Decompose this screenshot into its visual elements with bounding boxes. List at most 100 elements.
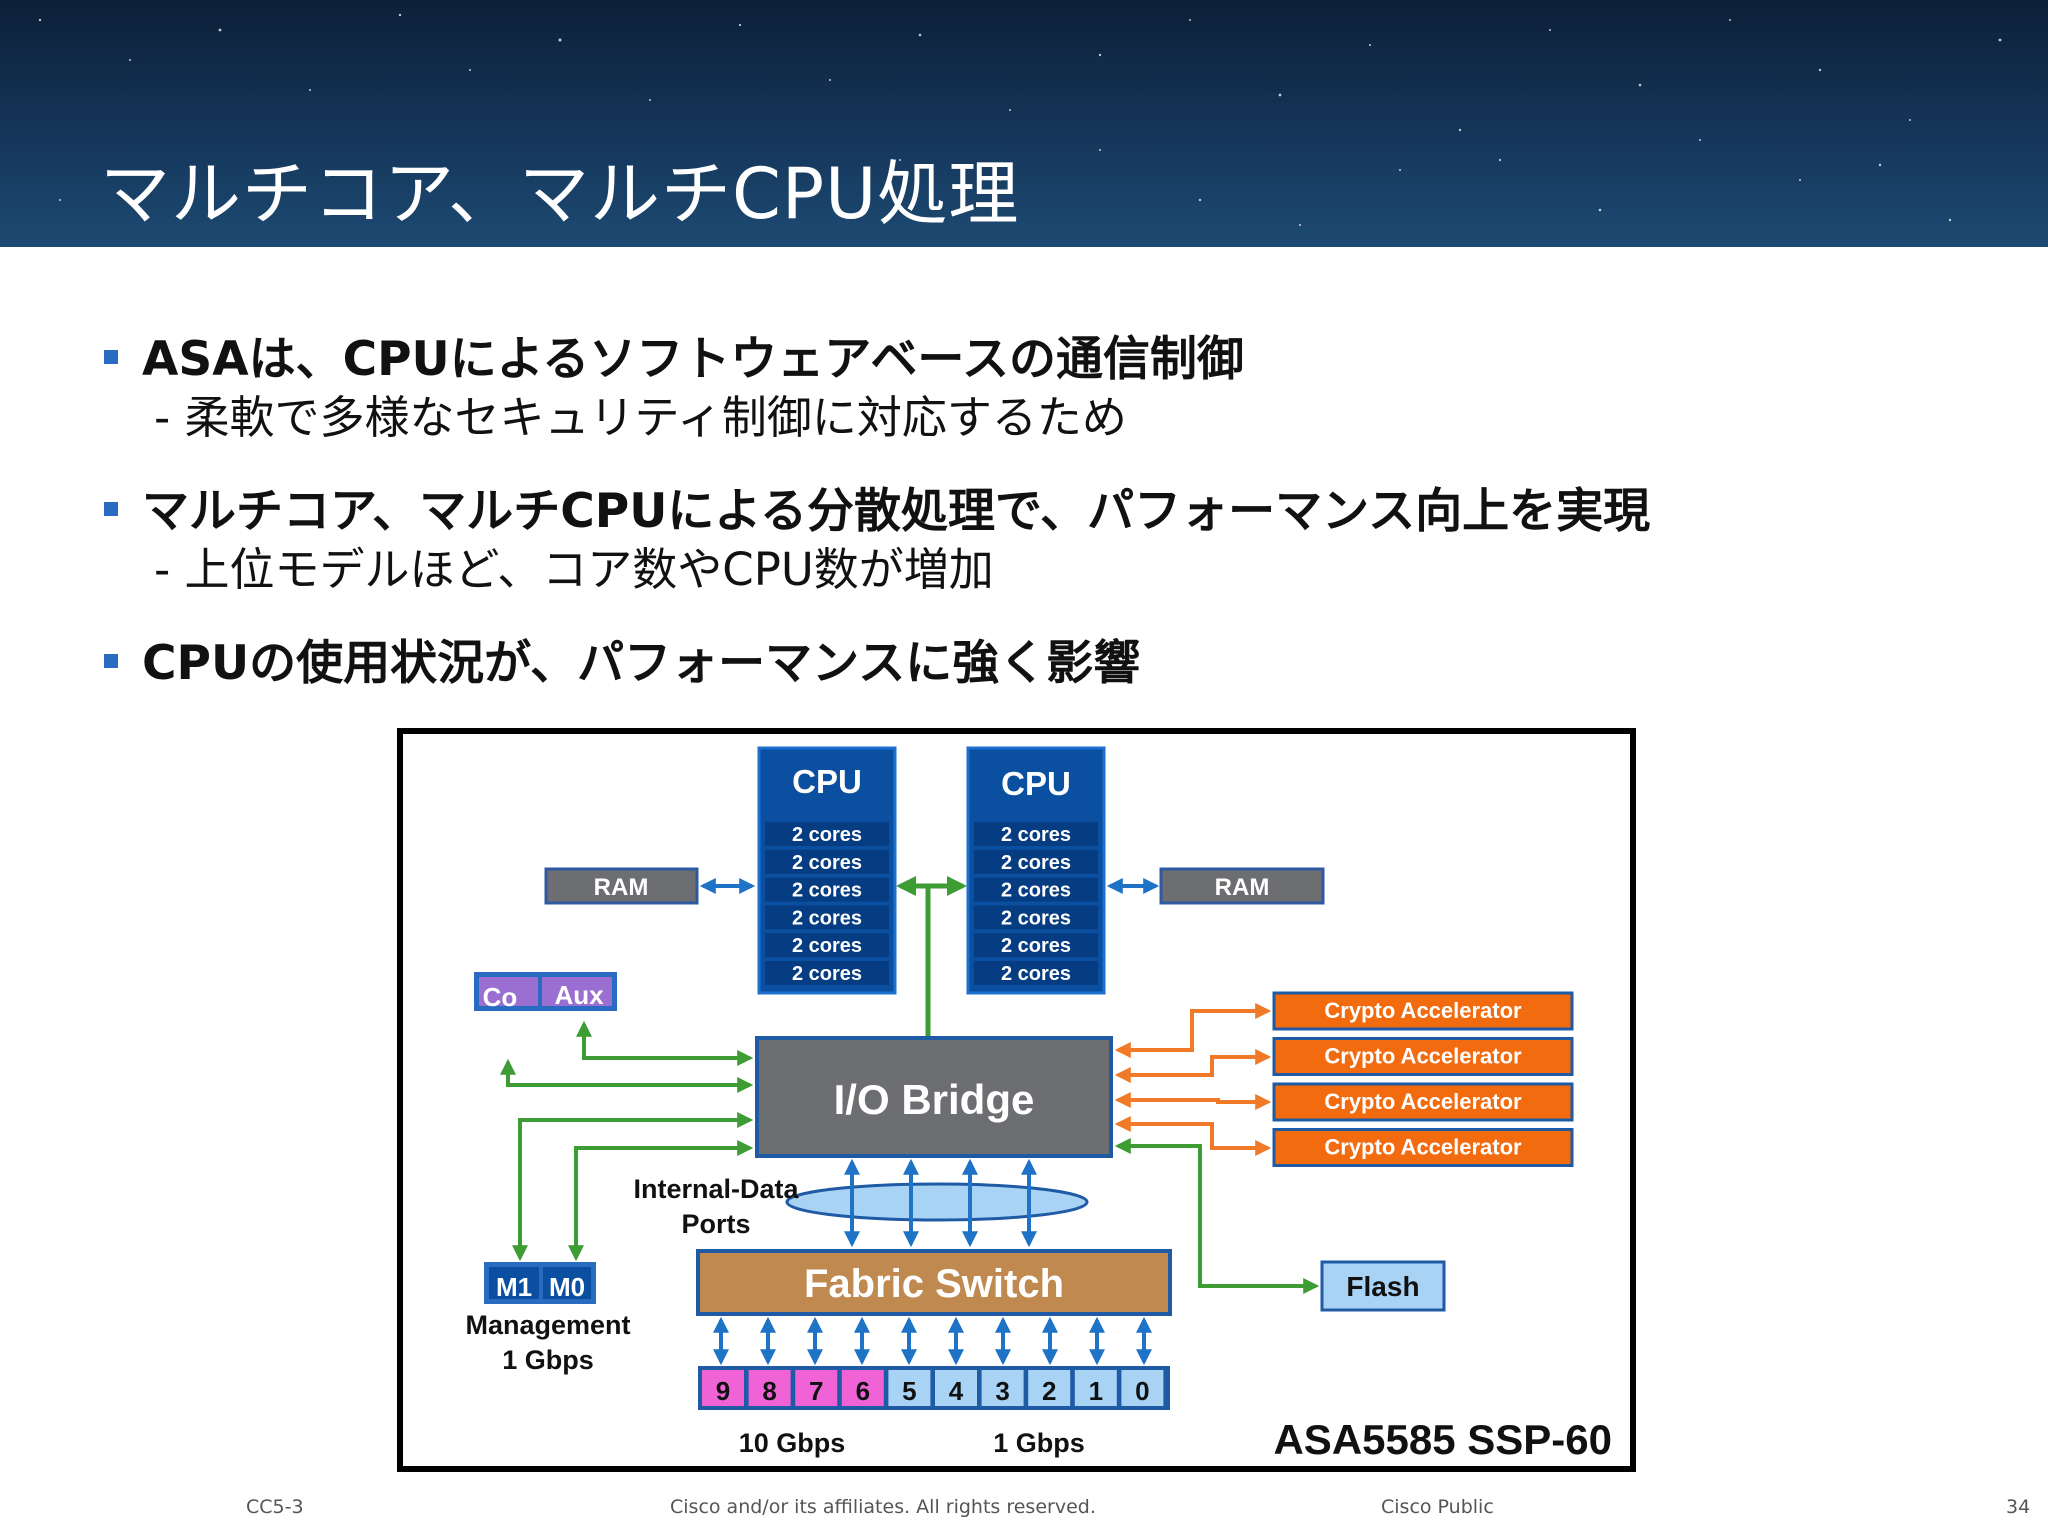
io-bridge-label: I/O Bridge [834, 1076, 1035, 1123]
core-cell [974, 849, 1098, 874]
speed-label-1g: 1 Gbps [993, 1428, 1085, 1458]
co-aux-ports: Co Aux [474, 972, 617, 1012]
bullet-marker [104, 502, 118, 516]
interface-port [748, 1370, 791, 1406]
bullet-main-text: ASAは、CPUによるソフトウェアベースの通信制御 [142, 332, 1245, 387]
interface-port-label: 7 [809, 1376, 823, 1406]
header-banner: マルチコア、マルチCPU処理 [0, 0, 2048, 247]
fabric-port-arrows [713, 1316, 1152, 1366]
core-cell [765, 822, 889, 846]
core-label: 2 cores [1001, 824, 1071, 846]
internal-data-port-arrows [844, 1158, 1037, 1248]
interface-port [1074, 1370, 1117, 1406]
ram-label: RAM [1215, 874, 1270, 901]
core-label: 2 cores [1001, 935, 1071, 957]
crypto-accelerator [1272, 1082, 1574, 1122]
starfield-background [38, 13, 2002, 226]
ram-left: RAM [544, 867, 699, 905]
interface-port-label: 5 [902, 1376, 916, 1406]
cpu-label: CPU [792, 763, 862, 800]
crypto-accelerator-label: Crypto Accelerator [1324, 1135, 1522, 1160]
bullet-item: ASAは、CPUによるソフトウェアベースの通信制御 - 柔軟で多様なセキュリティ… [100, 330, 2000, 446]
core-label: 2 cores [792, 852, 862, 874]
bullet-list: ASAは、CPUによるソフトウェアベースの通信制御 - 柔軟で多様なセキュリティ… [100, 330, 2000, 730]
interface-port [795, 1370, 838, 1406]
fabric-switch: Fabric Switch [696, 1249, 1172, 1316]
io-left-links [500, 1020, 754, 1262]
interface-port-label: 2 [1042, 1376, 1056, 1406]
footer-classification: Cisco Public [1381, 1496, 1494, 1518]
bullet-marker [104, 654, 118, 668]
interface-port [888, 1370, 931, 1406]
core-label: 2 cores [792, 880, 862, 902]
interface-port-label: 4 [949, 1376, 964, 1406]
ram-right: RAM [1159, 867, 1325, 905]
bullet-main-text: CPUの使用状況が、パフォーマンスに強く影響 [142, 636, 1141, 691]
interface-port [981, 1370, 1024, 1406]
co-port-label: Co [483, 982, 518, 1012]
core-label: 2 cores [792, 824, 862, 846]
interface-port [1028, 1370, 1071, 1406]
page-number: 34 [2006, 1496, 2031, 1518]
core-cell [765, 933, 889, 958]
core-list: 2 cores 2 cores 2 cores 2 cores 2 cores 2 cor… [765, 822, 889, 985]
core-label: 2 cores [1001, 963, 1071, 985]
bullet-marker [104, 350, 118, 364]
core-cell [974, 905, 1098, 930]
core-cell [765, 877, 889, 902]
slide-title: マルチコア、マルチCPU処理 [100, 153, 1020, 235]
core-cell [765, 905, 889, 930]
flash-label: Flash [1346, 1271, 1419, 1302]
model-label: ASA5585 SSP-60 [1273, 1416, 1612, 1463]
crypto-accelerator-label: Crypto Accelerator [1324, 1044, 1522, 1069]
interface-port-label: 3 [995, 1376, 1009, 1406]
port-row: 9 8 7 6 5 4 3 2 1 0 [702, 1370, 1164, 1406]
bullet-sub-text: - 柔軟で多様なセキュリティ制御に対応するため [154, 391, 1127, 444]
interface-port [702, 1370, 744, 1406]
interface-port [1121, 1370, 1164, 1406]
cpu-label: CPU [1001, 765, 1071, 802]
bullet-item: CPUの使用状況が、パフォーマンスに強く影響 [100, 634, 2000, 694]
internal-data-ports-label: Internal-Data [633, 1174, 799, 1204]
core-label: 2 cores [1001, 880, 1071, 902]
management-label: Management [465, 1310, 630, 1340]
interface-port-label: 9 [716, 1376, 730, 1406]
crypto-accelerator [1272, 991, 1574, 1031]
interface-port-label: 6 [856, 1376, 870, 1406]
management-ports: M1 M0 [484, 1262, 596, 1304]
crypto-accelerator [1272, 1128, 1574, 1167]
internal-data-ports-label: Ports [681, 1209, 750, 1239]
interface-port-label: 0 [1135, 1376, 1149, 1406]
aux-port-label: Aux [554, 980, 604, 1010]
interface-port-label: 1 [1089, 1376, 1103, 1406]
core-label: 2 cores [792, 963, 862, 985]
fabric-switch-label: Fabric Switch [804, 1262, 1064, 1306]
crypto-accelerator [1272, 1037, 1574, 1076]
flash: Flash [1320, 1260, 1446, 1312]
core-label: 2 cores [792, 907, 862, 929]
core-cell [974, 877, 1098, 902]
bullet-main-text: マルチコア、マルチCPUによる分散処理で、パフォーマンス向上を実現 [142, 484, 1651, 539]
core-cell [974, 933, 1098, 958]
core-cell [974, 961, 1098, 985]
interface-port [841, 1370, 884, 1406]
internal-data-ports-ring [785, 1182, 1089, 1222]
footer-left: CC5-3 [246, 1496, 304, 1518]
interface-port-label: 8 [762, 1376, 776, 1406]
io-bridge: I/O Bridge [755, 1036, 1113, 1158]
ram-label: RAM [594, 874, 649, 901]
bullet-item: マルチコア、マルチCPUによる分散処理で、パフォーマンス向上を実現 - 上位モデ… [100, 482, 2000, 598]
m0-port-label: M0 [549, 1272, 585, 1302]
core-label: 2 cores [792, 935, 862, 957]
core-label: 2 cores [1001, 852, 1071, 874]
core-cell [765, 849, 889, 874]
core-cell [974, 822, 1098, 846]
flash-link [1114, 1138, 1320, 1294]
core-cell [765, 961, 889, 985]
speed-label-10g: 10 Gbps [739, 1428, 846, 1458]
